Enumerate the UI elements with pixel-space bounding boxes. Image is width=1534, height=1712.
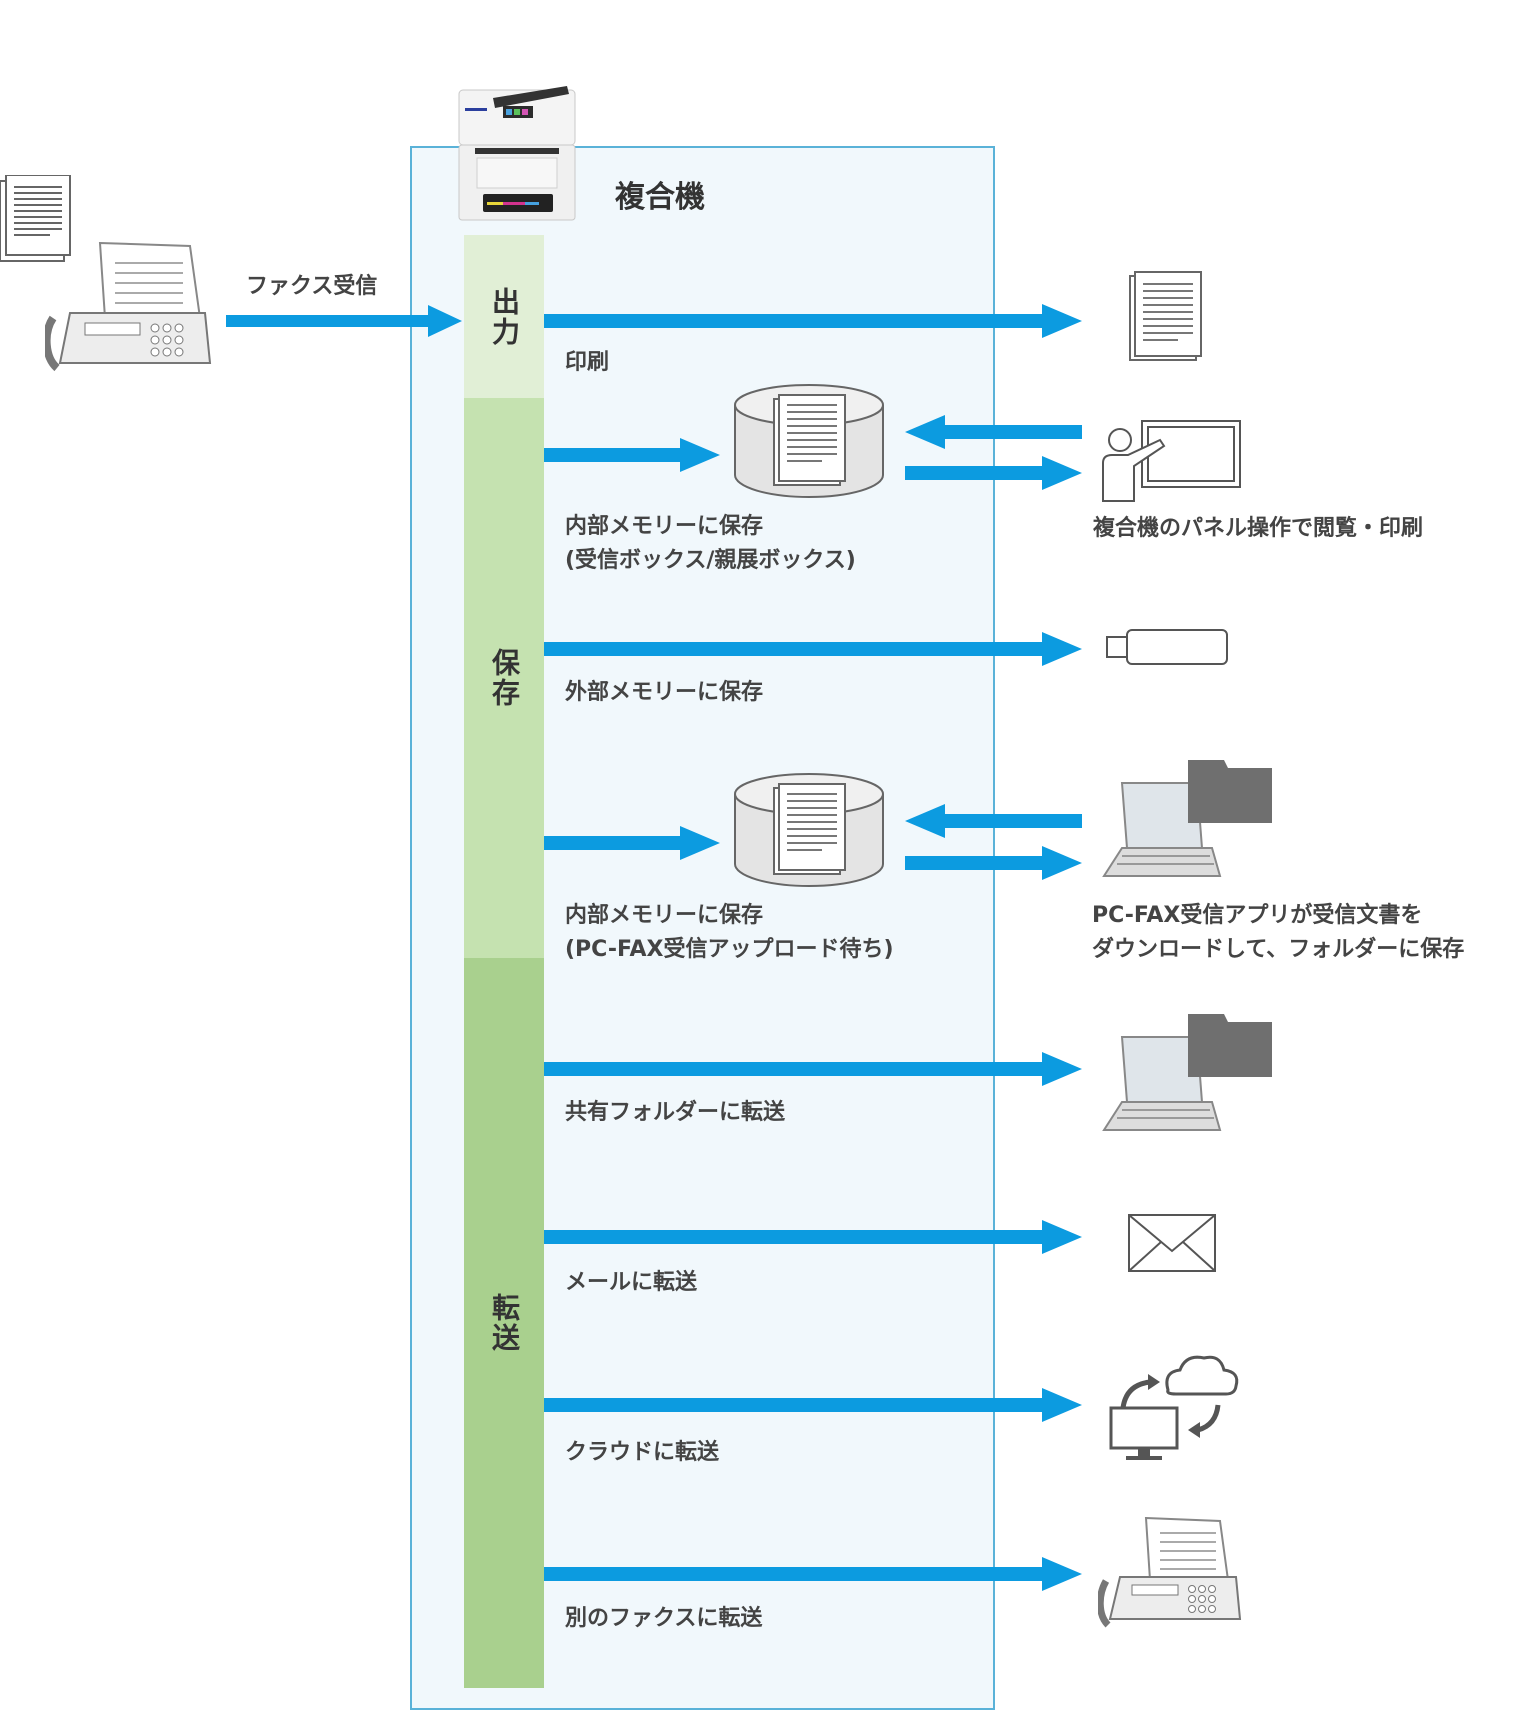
arrow-cloud bbox=[544, 1388, 1082, 1422]
route-label-print: 印刷 bbox=[565, 350, 610, 375]
printer-icon bbox=[455, 78, 580, 223]
arrow-print bbox=[544, 304, 1082, 338]
storage-cylinder-icon bbox=[732, 383, 887, 501]
storage-cylinder-icon bbox=[732, 772, 887, 890]
arrow-shared-folder bbox=[544, 1052, 1082, 1086]
panel-operation-icon bbox=[1100, 418, 1245, 503]
mail-icon bbox=[1127, 1213, 1219, 1273]
arrow-other-fax bbox=[544, 1557, 1082, 1591]
cloud-sync-icon bbox=[1108, 1350, 1243, 1462]
document-icon bbox=[1128, 270, 1208, 365]
received-document-icon bbox=[0, 175, 75, 265]
route-label-mail: メールに転送 bbox=[565, 1270, 698, 1295]
band-store-label: 保存 bbox=[488, 648, 521, 708]
route-label-internal-pcfax: 内部メモリーに保存 (PC-FAX受信アップロード待ち) bbox=[565, 903, 894, 962]
band-forward: 転送 bbox=[464, 958, 544, 1688]
arrow-pcfax-out bbox=[905, 846, 1082, 880]
destination-label-pcfax: PC-FAX受信アプリが受信文書を ダウンロードして、フォルダーに保存 bbox=[1092, 903, 1465, 962]
route-label-other-fax: 別のファクスに転送 bbox=[565, 1606, 763, 1631]
arrow-pcfax-back bbox=[905, 804, 1082, 838]
fax-receive-label: ファクス受信 bbox=[246, 274, 378, 299]
band-forward-label: 転送 bbox=[488, 1293, 521, 1353]
band-output-label: 出力 bbox=[488, 286, 521, 347]
band-store: 保存 bbox=[464, 398, 544, 958]
route-label-shared-folder: 共有フォルダーに転送 bbox=[565, 1100, 786, 1125]
laptop-folder-icon bbox=[1102, 758, 1277, 883]
destination-label-panel: 複合機のパネル操作で閲覧・印刷 bbox=[1093, 516, 1424, 541]
arrow-pcfax-in bbox=[544, 826, 720, 860]
arrow-external-memory bbox=[544, 632, 1082, 666]
route-label-internal-box: 内部メモリーに保存 (受信ボックス/親展ボックス) bbox=[565, 514, 856, 573]
diagram-title: 複合機 bbox=[615, 180, 705, 215]
band-output: 出力 bbox=[464, 235, 544, 398]
arrow-panel-out bbox=[905, 456, 1082, 490]
laptop-folder-icon bbox=[1102, 1012, 1277, 1137]
arrow-mail bbox=[544, 1220, 1082, 1254]
incoming-arrow bbox=[226, 305, 462, 337]
route-label-cloud: クラウドに転送 bbox=[565, 1440, 720, 1465]
arrow-panel-back bbox=[905, 415, 1082, 449]
usb-memory-icon bbox=[1105, 627, 1230, 667]
source-fax-icon bbox=[45, 238, 215, 383]
fax-machine-icon bbox=[1098, 1515, 1243, 1635]
route-label-external-memory: 外部メモリーに保存 bbox=[565, 680, 764, 705]
arrow-internal-box-in bbox=[544, 438, 720, 472]
